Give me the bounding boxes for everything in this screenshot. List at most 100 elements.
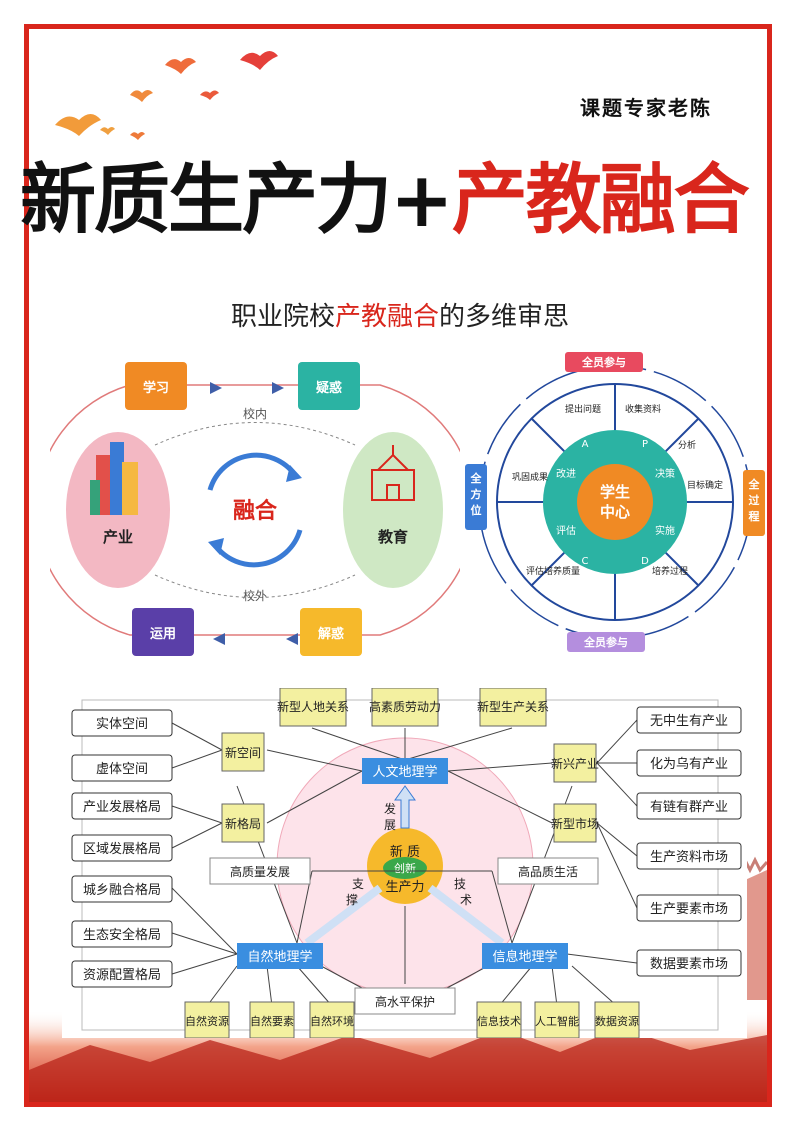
geo-diagram: 新 质 创新 生产力 发展 支撑 技术: [62, 688, 747, 1038]
arrow-up-icon: [394, 785, 416, 829]
bird-icon: [240, 51, 278, 70]
education-circle: [343, 432, 443, 588]
bottom-item-2: 自然要素: [250, 1014, 294, 1028]
mountain-silhouette: [29, 1028, 767, 1102]
inner-dashed-bottom: [154, 574, 356, 598]
natural-label: 自然地理学: [247, 949, 312, 965]
inner-improve: 改进: [556, 467, 576, 480]
center-line1: 学生: [600, 483, 630, 501]
industry-label: 产业: [103, 528, 133, 546]
box-resolve: [300, 608, 362, 656]
left-item-7: 资源配置格局: [83, 967, 161, 983]
outer-quality: 评估培养质量: [526, 565, 580, 577]
title-plus: +: [390, 155, 454, 244]
outer-goal: 目标确定: [687, 479, 723, 491]
right-arrow-char-2: 术: [460, 893, 472, 907]
bottom-item-5: 人工智能: [535, 1014, 579, 1028]
arrow-right-label: 技术: [454, 877, 472, 907]
cycle-arrow-bottom: [212, 529, 303, 568]
subtitle-highlight: 产教融合: [334, 302, 439, 332]
top-box-1: [279, 688, 347, 727]
right-item-5: 生产要素市场: [650, 901, 728, 917]
left-char-2: 方: [471, 487, 482, 501]
top-participation-label: 全员参与: [581, 355, 626, 369]
mid-left-box-1: [221, 732, 265, 772]
left-item-5: 城乡融合格局: [83, 882, 161, 898]
cycle-arrow-top: [207, 452, 298, 491]
high-dev-box: [209, 857, 311, 885]
bottom-participation-label: 全员参与: [583, 635, 628, 649]
up-char-1: 发: [384, 801, 396, 816]
outer-consolidate: 巩固成果: [512, 471, 548, 483]
bottom-participation-box: [567, 632, 645, 652]
arrow-icon: [272, 382, 284, 394]
subtitle: 职业院校产教融合的多维审思: [0, 296, 800, 333]
box-doubt-label: 疑惑: [316, 380, 342, 396]
top-box-3: [479, 688, 547, 727]
arrow-icon: [213, 633, 225, 645]
right-item-3: 有链有群产业: [650, 800, 728, 815]
arrow-up-label: 发展: [384, 801, 396, 832]
core-top-label: 新 质: [390, 844, 420, 860]
ring-p: P: [642, 439, 648, 450]
left-allround-label: 全方位: [470, 471, 483, 517]
right-process-label: 全过程: [748, 477, 761, 523]
box-apply: [132, 608, 194, 656]
arrow-icon: [286, 465, 302, 482]
high-protect-label: 高水平保护: [375, 994, 435, 1009]
bird-icon: [130, 90, 153, 102]
ring-d: D: [641, 556, 649, 567]
high-life-box: [497, 857, 599, 885]
right-item-6: 数据要素市场: [650, 956, 728, 972]
left-arrow-char-1: 支: [352, 877, 364, 891]
subtitle-post: 的多维审思: [439, 302, 570, 332]
title-part1: 新质生产力: [20, 155, 392, 244]
arrow-icon: [286, 633, 298, 645]
left-item-2: 虚体空间: [96, 762, 148, 777]
subtitle-pre: 职业院校: [230, 302, 335, 332]
right-process-box: [743, 470, 765, 536]
author-label: 课题专家老陈: [580, 96, 712, 120]
right-item-2: 化为乌有产业: [650, 756, 728, 772]
mid-right-box-2: [553, 803, 597, 843]
bottom-item-4: 信息技术: [477, 1014, 521, 1028]
right-column: [636, 706, 742, 977]
inner-dashed-top: [154, 422, 356, 446]
mid-left-item-1: 新空间: [225, 745, 261, 760]
bird-icon: [130, 132, 145, 140]
left-item-6: 生态安全格局: [83, 927, 161, 943]
ring-c: C: [582, 556, 589, 567]
left-item-4: 区域发展格局: [83, 841, 161, 857]
humanistic-box: [362, 758, 448, 784]
up-char-2: 展: [384, 818, 396, 832]
bottom-item-6: 数据资源: [595, 1014, 639, 1028]
top-participation-box: [565, 352, 643, 372]
center-line2: 中心: [600, 503, 630, 521]
inner-implement: 实施: [655, 524, 675, 537]
right-char-1: 全: [748, 477, 761, 491]
left-item-1: 实体空间: [96, 717, 148, 732]
right-item-1: 无中生有产业: [650, 714, 728, 729]
wheel-diagram: 学生 中心 A P D C 改进 决策 实施 评估 提出问题 收集资料 分析 目…: [465, 352, 765, 652]
bottom-item-1: 自然资源: [185, 1014, 229, 1028]
box-study-label: 学习: [143, 380, 169, 396]
school-icon: [371, 445, 415, 501]
cycle-diagram: 学习 疑惑 运用 解惑 产业 教育 融合 校内 校外: [50, 350, 460, 660]
right-arrow-char-1: 技: [454, 877, 466, 891]
top-box-2: [371, 688, 439, 727]
arrow-right-line: [427, 884, 505, 947]
outer-process: 培养过程: [652, 565, 688, 577]
building-icon: [90, 442, 138, 515]
outer-loop: [50, 384, 460, 636]
bird-icon: [165, 58, 196, 74]
core-mid-label: 创新: [394, 861, 416, 875]
right-item-4: 生产资料市场: [650, 849, 728, 865]
arrow-left-line: [304, 884, 383, 947]
mid-right-item-1: 新兴产业: [551, 756, 599, 771]
bottom-item-3: 自然环境: [310, 1014, 354, 1028]
arrow-left-label: 支撑: [346, 877, 364, 907]
humanistic-label: 人文地理学: [372, 764, 437, 780]
left-arrow-char-2: 撑: [346, 892, 358, 907]
arrow-icon: [208, 538, 224, 555]
top-item-3: 新型生产关系: [477, 699, 549, 714]
